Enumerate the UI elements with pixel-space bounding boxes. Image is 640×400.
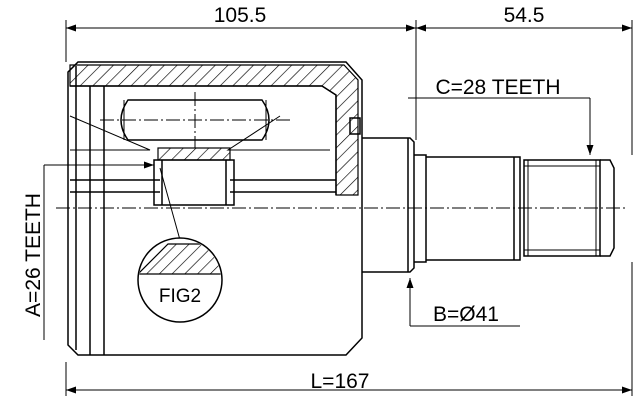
dimension-lines: [43, 20, 633, 396]
dimension-overall-length: L=167: [311, 370, 370, 393]
inner-spline-block: [153, 147, 235, 206]
dimension-105-5: 105.5: [214, 4, 267, 27]
fig2-label: FIG2: [159, 286, 201, 307]
fig2-detail: [137, 167, 223, 323]
roller-ball: [69, 99, 330, 151]
shaft-diameter-b: B=Ø41: [433, 303, 499, 326]
spline-a-teeth: A=26 TEETH: [22, 193, 45, 317]
output-shaft: [362, 137, 615, 273]
dimension-54-5: 54.5: [504, 4, 545, 27]
outer-housing: [67, 61, 363, 356]
spline-c-teeth: C=28 TEETH: [435, 76, 560, 99]
